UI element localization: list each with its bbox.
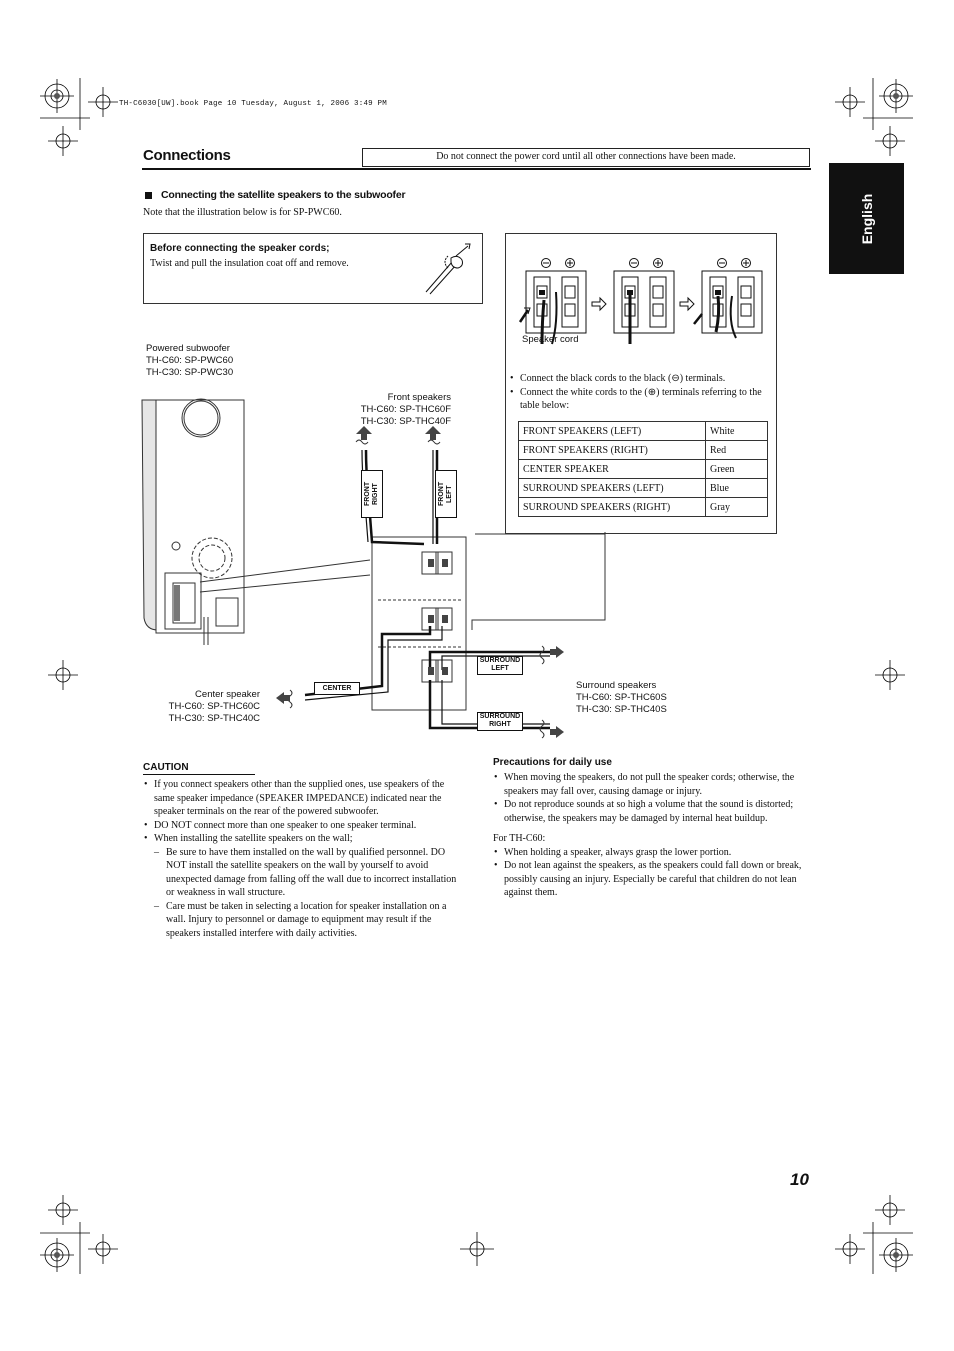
list-item: Connect the black cords to the black (⊖)… <box>509 372 771 386</box>
speaker-terminal-steps-illustration <box>518 258 763 345</box>
front-speakers-label: Front speakers TH-C60: SP-THC60F TH-C30:… <box>357 392 451 428</box>
center-label-line: TH-C30: SP-THC40C <box>168 713 260 724</box>
illustration-note: Note that the illustration below is for … <box>143 207 342 218</box>
subwoofer-label-line: TH-C60: SP-PWC60 <box>146 355 234 366</box>
table-row: FRONT SPEAKERS (RIGHT) Red <box>518 440 768 460</box>
twist-cord-illustration <box>425 243 471 295</box>
surround-label-line: TH-C60: SP-THC60S <box>576 692 667 703</box>
list-item: Do not lean against the speakers, as the… <box>493 859 809 900</box>
center-tag: CENTER <box>314 682 360 695</box>
front-left-tag-text: FRONT LEFT <box>438 481 453 507</box>
precautions-list: When moving the speakers, do not pull th… <box>493 771 809 900</box>
terminal-instruction-box: Speaker cord Connect the black cords to … <box>505 233 777 534</box>
table-cell: Gray <box>705 497 768 517</box>
list-item: Connect the white cords to the (⊕) termi… <box>509 386 771 413</box>
subwoofer-label: Powered subwoofer TH-C60: SP-PWC60 TH-C3… <box>146 343 233 379</box>
cord-color-table: FRONT SPEAKERS (LEFT) White FRONT SPEAKE… <box>518 421 768 517</box>
surround-speakers-label: Surround speakers TH-C60: SP-THC60S TH-C… <box>576 680 667 716</box>
before-box-title: Before connecting the speaker cords; <box>150 243 330 254</box>
surround-label-line: TH-C30: SP-THC40S <box>576 704 667 715</box>
power-cord-notice: Do not connect the power cord until all … <box>362 148 810 167</box>
surround-left-tag: SURROUND LEFT <box>477 656 523 675</box>
caution-list: If you connect speakers other than the s… <box>143 778 463 940</box>
front-label-line: Front speakers <box>387 392 451 403</box>
surround-right-tag: SURROUND RIGHT <box>477 712 523 731</box>
list-item: When moving the speakers, do not pull th… <box>493 771 809 798</box>
subsection-title: Connecting the satellite speakers to the… <box>161 189 406 201</box>
section-rule <box>142 168 811 170</box>
front-right-tag-text: FRONT RIGHT <box>364 481 379 507</box>
list-item: If you connect speakers other than the s… <box>143 778 463 819</box>
front-label-line: TH-C30: SP-THC40F <box>360 416 451 427</box>
table-row: SURROUND SPEAKERS (LEFT) Blue <box>518 478 768 498</box>
center-label-line: Center speaker <box>195 689 260 700</box>
center-label-line: TH-C60: SP-THC60C <box>168 701 260 712</box>
table-cell: White <box>705 421 768 441</box>
front-label-line: TH-C60: SP-THC60F <box>360 404 451 415</box>
before-connecting-box: Before connecting the speaker cords; Twi… <box>143 233 483 304</box>
list-item: Care must be taken in selecting a locati… <box>154 900 463 941</box>
speaker-cord-label: Speaker cord <box>522 334 579 345</box>
list-item: Do not reproduce sounds at so high a vol… <box>493 798 809 825</box>
center-speaker-label: Center speaker TH-C60: SP-THC60C TH-C30:… <box>160 689 260 725</box>
precautions-title: Precautions for daily use <box>493 757 612 768</box>
terminal-instructions-list: Connect the black cords to the black (⊖)… <box>509 372 771 413</box>
page-number: 10 <box>790 1170 809 1189</box>
caution-title: CAUTION <box>143 762 255 775</box>
surround-label-line: Surround speakers <box>576 680 657 691</box>
subwoofer-label-line: Powered subwoofer <box>146 343 230 354</box>
list-item: When installing the satellite speakers o… <box>143 832 463 846</box>
for-model-label: For TH-C60: <box>493 833 546 844</box>
front-right-tag: FRONT RIGHT <box>361 470 383 518</box>
subwoofer-label-line: TH-C30: SP-PWC30 <box>146 367 234 378</box>
table-row: FRONT SPEAKERS (LEFT) White <box>518 421 768 441</box>
before-box-text: Twist and pull the insulation coat off a… <box>150 258 349 269</box>
list-item: Be sure to have them installed on the wa… <box>154 846 463 900</box>
page-title: Connections <box>143 147 231 164</box>
list-item: When holding a speaker, always grasp the… <box>493 846 809 860</box>
subsection-marker <box>145 192 152 199</box>
front-left-tag: FRONT LEFT <box>435 470 457 518</box>
wiring-diagram <box>141 398 606 739</box>
table-row: SURROUND SPEAKERS (RIGHT) Gray <box>518 497 768 517</box>
list-item: DO NOT connect more than one speaker to … <box>143 819 463 833</box>
language-tab-label: English <box>859 193 875 245</box>
file-header-line: TH-C6030[UW].book Page 10 Tuesday, Augus… <box>119 100 387 108</box>
language-tab: English <box>829 163 904 274</box>
